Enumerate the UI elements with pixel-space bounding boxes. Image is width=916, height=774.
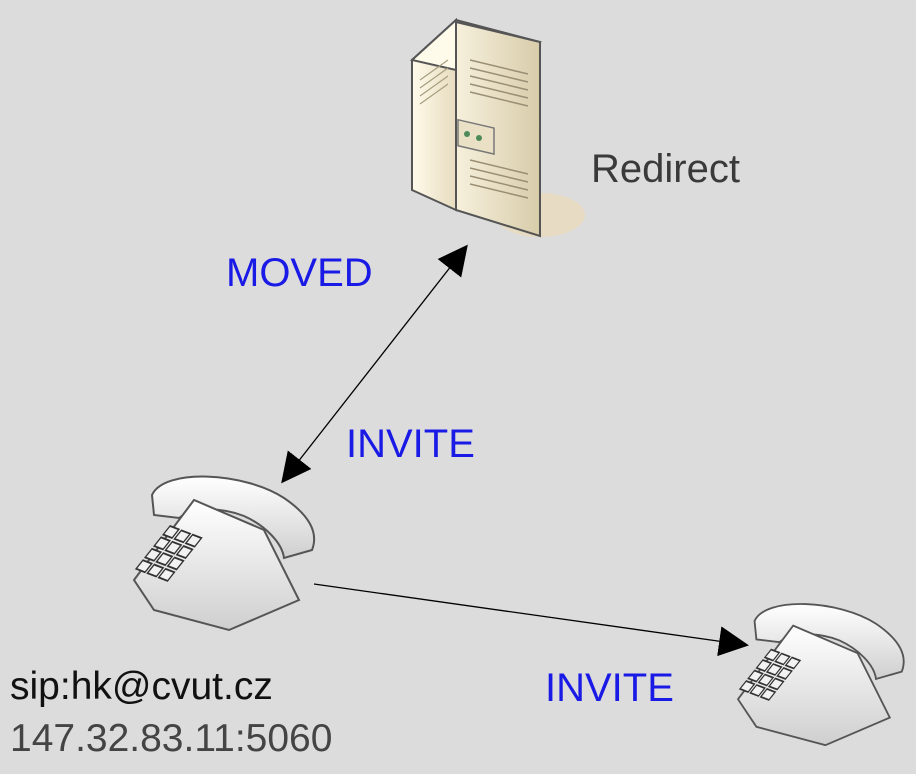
- caller-phone-icon: [132, 475, 316, 632]
- caller-address-label: 147.32.83.11:5060: [10, 717, 333, 760]
- moved-invite-arrow: [281, 244, 468, 484]
- callee-phone-icon: [736, 603, 905, 747]
- caller-uri-label: sip:hk@cvut.cz: [10, 665, 273, 708]
- invite-to-callee-message-label: INVITE: [545, 666, 674, 710]
- redirect-server-label: Redirect: [591, 147, 740, 191]
- invite-to-caller-message-label: INVITE: [346, 422, 475, 466]
- moved-message-label: MOVED: [226, 251, 373, 295]
- invite-to-callee-arrow: [313, 583, 749, 657]
- server-tower-icon: [409, 17, 585, 238]
